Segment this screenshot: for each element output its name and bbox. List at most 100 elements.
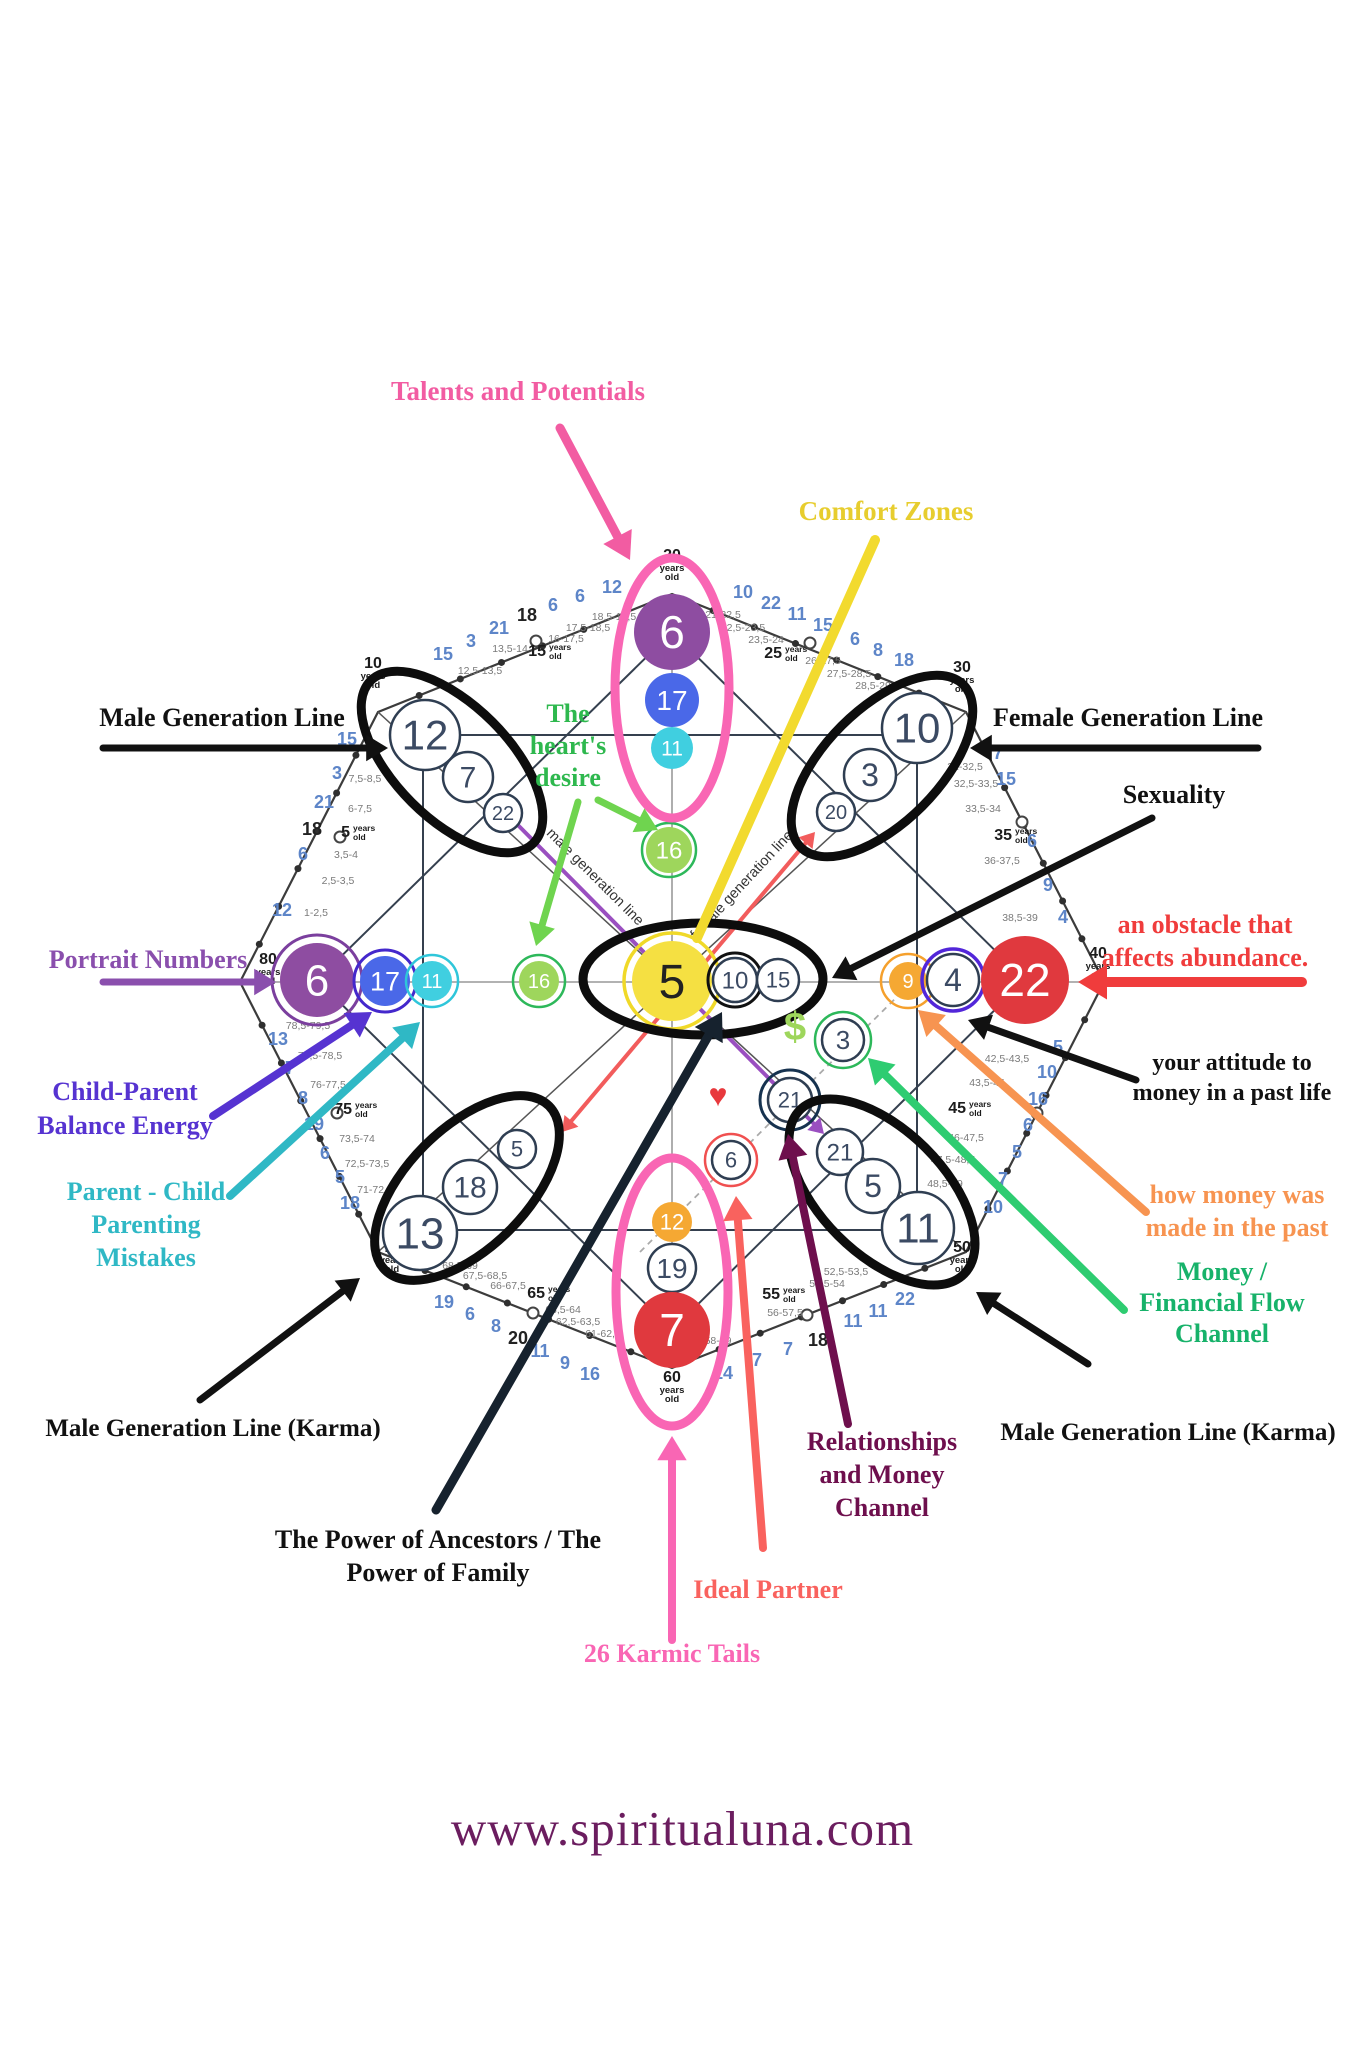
website-link[interactable]: www.spiritualuna.com [450,1801,915,1856]
matrix-number-disc [360,956,410,1006]
matrix-number-circle: 5 [496,1128,538,1170]
annotation-label-sexuality: Sexuality [1123,780,1226,809]
edge-number: 15 [337,729,357,749]
attitude-arrow-shaft [976,1020,1140,1084]
child-parent-arrow-head [343,1012,372,1038]
matrix-number-ring [813,1010,873,1070]
edge-dot [352,751,360,759]
matrix-number-value: 5 [511,1137,523,1162]
matrix-number-circle: 17 [352,948,418,1014]
edge-number: 21 [489,618,509,638]
edge-dot [333,789,341,797]
matrix-number-disc [652,1202,692,1242]
matrix-number-value: 6 [305,956,329,1005]
age-label-old: old [355,1109,368,1119]
edge-dot [839,1297,847,1305]
matrix-number-disc [815,791,857,833]
edge-dot [462,1283,470,1291]
edge-dot [880,1280,888,1288]
matrix-number-value: 15 [766,968,790,993]
edge-dot [1039,859,1047,867]
annotation-label-ideal-partner: Ideal Partner [693,1575,842,1604]
edge-number: 6 [1023,1115,1033,1135]
edge-number: 6 [320,1143,330,1163]
edge-dot [756,1329,764,1337]
matrix-number-value: 3 [861,757,879,793]
age-range-notation: 42,5-43,5 [985,1053,1030,1065]
matrix-number-ring [703,1132,759,1188]
edge-number: 15 [433,644,453,664]
comfort-zones-pointer [692,535,880,943]
matrix-number-circle: 7 [441,750,495,804]
edge-number: 18 [302,819,322,839]
matrix-number-disc [880,691,954,765]
edge-dot [275,902,283,910]
karmic-tails-arrow-head [657,1436,687,1461]
sexuality-arrow [832,814,1156,981]
edge-number: 11 [843,1311,862,1331]
edge-number: 10 [733,582,753,602]
age-marker [803,636,817,650]
edge-dot [580,625,588,633]
matrix-number-circle: 19 [646,1242,698,1294]
age-label-number: 80 [259,951,277,968]
talents-arrow [555,423,632,560]
dollar-icon: $ [784,1005,806,1049]
matrix-number-disc [880,1190,956,1266]
age-marker [1015,815,1029,829]
matrix-number-disc [632,941,712,1021]
child-parent-arrow-shaft [209,1015,364,1120]
edge-dot [984,1205,992,1213]
matrix-number-value: 11 [661,737,683,760]
edge-number: 10 [1037,1062,1057,1082]
edge-number: 8 [491,1316,501,1336]
age-range-notation: 16-17,5 [548,633,584,645]
matrix-number-circle: 12 [388,698,462,772]
edge-dot [1042,1091,1050,1099]
edge-number: 21 [314,792,334,812]
karma-left-ellipse [370,1091,564,1285]
matrix-number-circle: 10 [706,951,764,1009]
annotation-label-male-generation-line-karma-left: Male Generation Line (Karma) [45,1415,380,1442]
age-label-number: 75 [334,1101,352,1118]
edge-number: 6 [1027,831,1037,851]
age-label-years: years [353,823,375,833]
edge-dot [874,673,882,681]
matrix-number-circle: 11 [651,727,693,769]
matrix-number-circle: 16 [640,821,698,879]
edge-number: 18 [894,650,914,670]
matrix-number-value: 6 [725,1148,737,1173]
edge-dot [297,1097,305,1105]
ideal-partner-arrow-head [723,1196,753,1222]
age-range-notation: 66-67,5 [490,1280,526,1292]
edge-number: 22 [761,593,781,613]
edge-dot [833,656,841,664]
edge-dot [1023,1129,1031,1137]
age-label-old: old [665,1394,679,1405]
edge-number: 6 [465,1304,475,1324]
matrix-number-ring [404,953,460,1009]
matrix-number-disc [519,961,559,1001]
parent-child-arrow [226,1022,420,1200]
child-parent-arrow [209,1012,372,1120]
male-generation-line-diagonal-head [807,1117,824,1134]
age-marker [333,830,347,844]
matrix-number-value: 11 [422,971,443,993]
heart-icon: ♥ [709,1077,728,1113]
edge-number: 18 [517,605,537,625]
matrix-number-disc [482,792,524,834]
matrix-number-circle: 5 [622,931,722,1031]
dashed-money-line [639,977,917,1253]
matrix-number-disc [645,673,699,727]
male-generation-line-arrow-head [366,734,388,762]
age-range-notation: 27,5-28,5 [827,668,872,680]
matrix-number-circle: 13 [381,1194,459,1272]
ideal-partner-arrow-shaft [733,1206,767,1552]
matrix-number-ring [640,821,698,879]
